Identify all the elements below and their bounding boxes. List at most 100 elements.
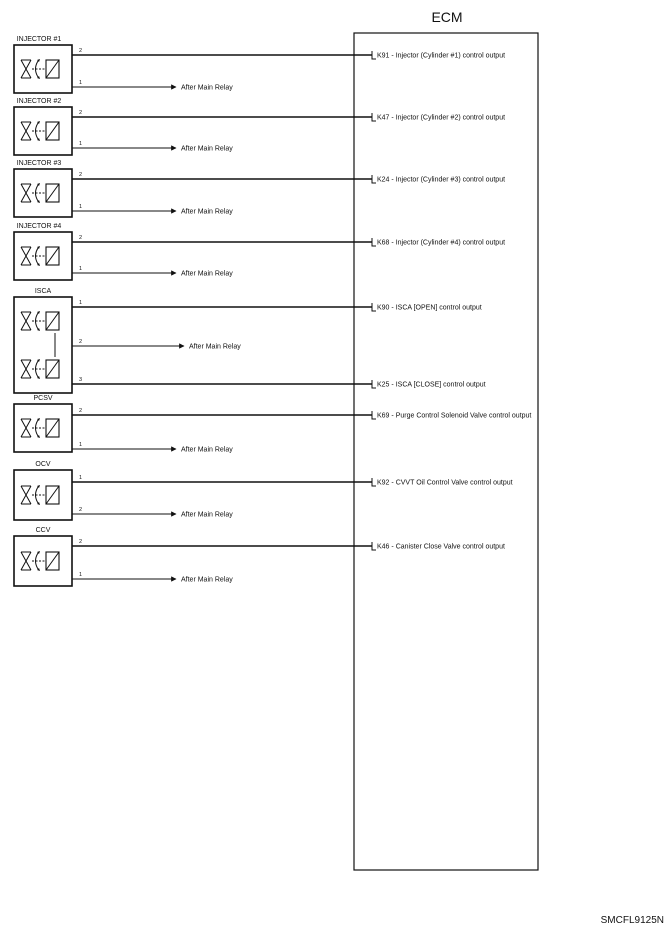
solenoid-icon	[45, 311, 60, 331]
terminal-id: K69	[377, 413, 390, 420]
pin-number: 2	[79, 539, 82, 545]
solenoid-icon	[45, 121, 60, 141]
terminal-desc: Injector (Cylinder #2) control output	[396, 115, 505, 122]
solenoid-diagonal-icon	[45, 246, 60, 266]
diagram-code: SMCFL9125N	[600, 915, 664, 926]
ecm-terminal-label: K92 - CVVT Oil Control Valve control out…	[377, 480, 513, 487]
ecm-terminal-label: K24 - Injector (Cylinder #3) control out…	[377, 177, 505, 184]
terminal-bracket	[371, 411, 376, 420]
arrowhead-icon	[37, 59, 40, 62]
pin-number: 1	[79, 572, 82, 578]
terminal-desc: Purge Control Solenoid Valve control out…	[396, 413, 532, 420]
separator: -	[389, 305, 395, 312]
arrowhead-icon	[37, 485, 40, 488]
pin-number: 2	[79, 408, 82, 414]
valve-icon	[20, 551, 32, 571]
component-title: ISCA	[35, 288, 52, 295]
terminal-bracket	[371, 478, 376, 487]
relay-label: After Main Relay	[181, 447, 233, 454]
ecm-title: ECM	[431, 9, 462, 25]
ecm-terminal-label: K47 - Injector (Cylinder #2) control out…	[377, 115, 505, 122]
ecm-terminal-label: K46 - Canister Close Valve control outpu…	[377, 544, 505, 551]
valve-icon	[20, 59, 32, 79]
separator: -	[389, 413, 395, 420]
separator: -	[389, 240, 395, 247]
component-title: OCV	[35, 461, 51, 468]
separator: -	[389, 53, 395, 60]
valve-icon	[20, 183, 32, 203]
pin-number: 1	[79, 204, 82, 210]
arrowhead-icon	[37, 138, 40, 141]
arrowhead-icon	[37, 183, 40, 186]
solenoid-icon	[45, 485, 60, 505]
terminal-id: K25	[377, 382, 390, 389]
terminal-id: K90	[377, 305, 390, 312]
component-title: INJECTOR #1	[17, 36, 62, 43]
pin-number: 2	[79, 48, 82, 54]
arrowhead-icon	[37, 502, 40, 505]
solenoid-icon	[45, 551, 60, 571]
valve-icon	[20, 246, 32, 266]
component-title: INJECTOR #3	[17, 160, 62, 167]
pin-number: 2	[79, 507, 82, 513]
terminal-bracket	[371, 542, 376, 551]
valve-icon	[20, 359, 32, 379]
arrowhead-icon	[37, 551, 40, 554]
ecm-terminal-label: K91 - Injector (Cylinder #1) control out…	[377, 53, 505, 60]
component-box	[13, 168, 73, 218]
terminal-bracket	[371, 113, 376, 122]
pin-number: 1	[79, 475, 82, 481]
solenoid-icon	[45, 418, 60, 438]
separator: -	[389, 177, 395, 184]
pin-number: 3	[79, 377, 82, 383]
terminal-bracket	[371, 175, 376, 184]
component-box	[13, 44, 73, 94]
separator: -	[389, 480, 395, 487]
component-box	[13, 231, 73, 281]
arrowhead-icon	[37, 376, 40, 379]
component-title: INJECTOR #4	[17, 223, 62, 230]
terminal-id: K47	[377, 115, 390, 122]
arrowhead-icon	[37, 76, 40, 79]
component-box	[13, 469, 73, 521]
solenoid-diagonal-icon	[45, 551, 60, 571]
separator: -	[389, 115, 395, 122]
ecm-terminal-label: K90 - ISCA [OPEN] control output	[377, 305, 482, 312]
relay-label: After Main Relay	[181, 209, 233, 216]
arrowhead-icon	[37, 121, 40, 124]
component-title: CCV	[36, 527, 51, 534]
pin-number: 2	[79, 110, 82, 116]
pin-number: 1	[79, 141, 82, 147]
relay-label: After Main Relay	[181, 271, 233, 278]
terminal-desc: Injector (Cylinder #4) control output	[396, 240, 505, 247]
arrowhead-icon	[37, 246, 40, 249]
arrowhead-icon	[37, 328, 40, 331]
solenoid-icon	[45, 359, 60, 379]
ecm-terminal-label: K68 - Injector (Cylinder #4) control out…	[377, 240, 505, 247]
terminal-desc: ISCA [OPEN] control output	[396, 305, 482, 312]
terminal-desc: Injector (Cylinder #1) control output	[396, 53, 505, 60]
separator: -	[389, 382, 395, 389]
relay-label: After Main Relay	[181, 512, 233, 519]
relay-label: After Main Relay	[181, 146, 233, 153]
terminal-bracket	[371, 238, 376, 247]
terminal-bracket	[371, 303, 376, 312]
terminal-desc: ISCA [CLOSE] control output	[396, 382, 486, 389]
solenoid-diagonal-icon	[45, 311, 60, 331]
solenoid-diagonal-icon	[45, 418, 60, 438]
valve-icon	[20, 418, 32, 438]
pin-number: 2	[79, 172, 82, 178]
terminal-desc: Injector (Cylinder #3) control output	[396, 177, 505, 184]
ecm-terminal-label: K25 - ISCA [CLOSE] control output	[377, 382, 486, 389]
relay-label: After Main Relay	[181, 85, 233, 92]
valve-icon	[20, 121, 32, 141]
terminal-desc: Canister Close Valve control output	[396, 544, 505, 551]
arrowhead-icon	[37, 359, 40, 362]
arrowhead-icon	[37, 568, 40, 571]
pin-number: 2	[79, 235, 82, 241]
